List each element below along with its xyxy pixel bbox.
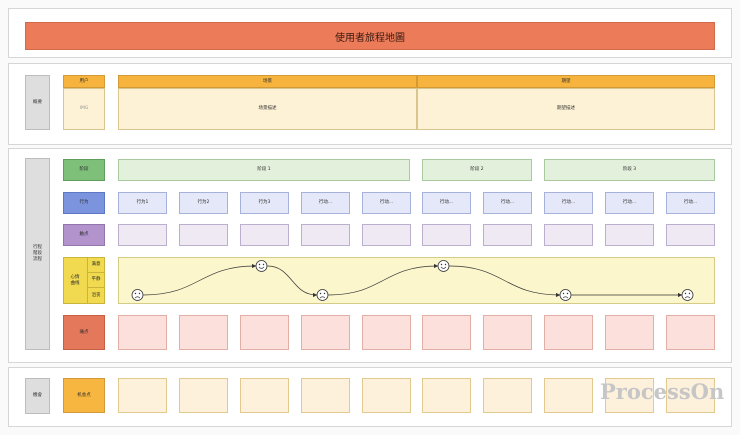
section-label-opportunity: 機會 bbox=[25, 378, 50, 414]
action-cell-4: 行动... bbox=[301, 192, 350, 214]
watermark-logo: ProcessOn bbox=[600, 378, 725, 404]
pain-cell-9 bbox=[605, 315, 654, 350]
section-label-journey: 行程 階段 流程 bbox=[25, 158, 50, 350]
section-label-persona: 概要 bbox=[25, 75, 50, 130]
opportunity-cell-6 bbox=[422, 378, 471, 413]
touchpoint-cell-10 bbox=[666, 224, 715, 246]
row-label-stage: 阶段 bbox=[63, 159, 105, 181]
opportunity-cell-5 bbox=[362, 378, 411, 413]
action-cell-5: 行动... bbox=[362, 192, 411, 214]
pain-cell-8 bbox=[544, 315, 593, 350]
action-cell-10: 行动... bbox=[666, 192, 715, 214]
action-cell-3: 行为3 bbox=[240, 192, 289, 214]
emotion-level-satisfied: 满意 bbox=[87, 258, 104, 273]
user-image-placeholder: IMG bbox=[63, 88, 105, 130]
action-cell-6: 行动... bbox=[422, 192, 471, 214]
action-cell-2: 行为2 bbox=[179, 192, 228, 214]
emotion-curve-label: 心情 曲线 bbox=[70, 274, 80, 286]
row-label-pain: 痛点 bbox=[63, 315, 105, 350]
user-header: 用户 bbox=[63, 75, 105, 88]
row-label-action: 行为 bbox=[63, 192, 105, 214]
opportunity-cell-3 bbox=[240, 378, 289, 413]
row-label-emotion bbox=[63, 257, 105, 304]
action-cell-7: 行动... bbox=[483, 192, 532, 214]
opportunity-cell-4 bbox=[301, 378, 350, 413]
pain-cell-3 bbox=[240, 315, 289, 350]
touchpoint-cell-8 bbox=[544, 224, 593, 246]
action-cell-1: 行为1 bbox=[118, 192, 167, 214]
stage-1: 阶段 1 bbox=[118, 159, 410, 181]
stage-3: 阶段 3 bbox=[544, 159, 715, 181]
emotion-level-frustrated: 沮丧 bbox=[87, 288, 104, 303]
opportunity-cell-2 bbox=[179, 378, 228, 413]
action-cell-8: 行动... bbox=[544, 192, 593, 214]
touchpoint-cell-3 bbox=[240, 224, 289, 246]
touchpoint-cell-2 bbox=[179, 224, 228, 246]
scenario-header: 场景 bbox=[118, 75, 417, 88]
pain-cell-4 bbox=[301, 315, 350, 350]
pain-cell-2 bbox=[179, 315, 228, 350]
emotion-level-calm: 平静 bbox=[87, 273, 104, 288]
stage-2: 阶段 2 bbox=[422, 159, 532, 181]
row-label-opportunity: 机会点 bbox=[63, 378, 105, 413]
opportunity-cell-10 bbox=[666, 378, 715, 413]
touchpoint-cell-4 bbox=[301, 224, 350, 246]
pain-cell-1 bbox=[118, 315, 167, 350]
expectation-header: 期望 bbox=[417, 75, 715, 88]
touchpoint-cell-1 bbox=[118, 224, 167, 246]
pain-cell-10 bbox=[666, 315, 715, 350]
pain-cell-7 bbox=[483, 315, 532, 350]
row-label-touchpoint: 触点 bbox=[63, 224, 105, 246]
opportunity-cell-9 bbox=[605, 378, 654, 413]
action-cell-9: 行动... bbox=[605, 192, 654, 214]
touchpoint-cell-9 bbox=[605, 224, 654, 246]
touchpoint-cell-5 bbox=[362, 224, 411, 246]
page-title: 使用者旅程地圖 bbox=[25, 22, 715, 50]
scenario-description: 场景描述 bbox=[118, 88, 417, 130]
touchpoint-cell-7 bbox=[483, 224, 532, 246]
pain-cell-6 bbox=[422, 315, 471, 350]
expectation-description: 期望描述 bbox=[417, 88, 715, 130]
opportunity-cell-1 bbox=[118, 378, 167, 413]
opportunity-cell-7 bbox=[483, 378, 532, 413]
touchpoint-cell-6 bbox=[422, 224, 471, 246]
opportunity-cell-8 bbox=[544, 378, 593, 413]
emotion-curve-area bbox=[118, 257, 715, 304]
pain-cell-5 bbox=[362, 315, 411, 350]
